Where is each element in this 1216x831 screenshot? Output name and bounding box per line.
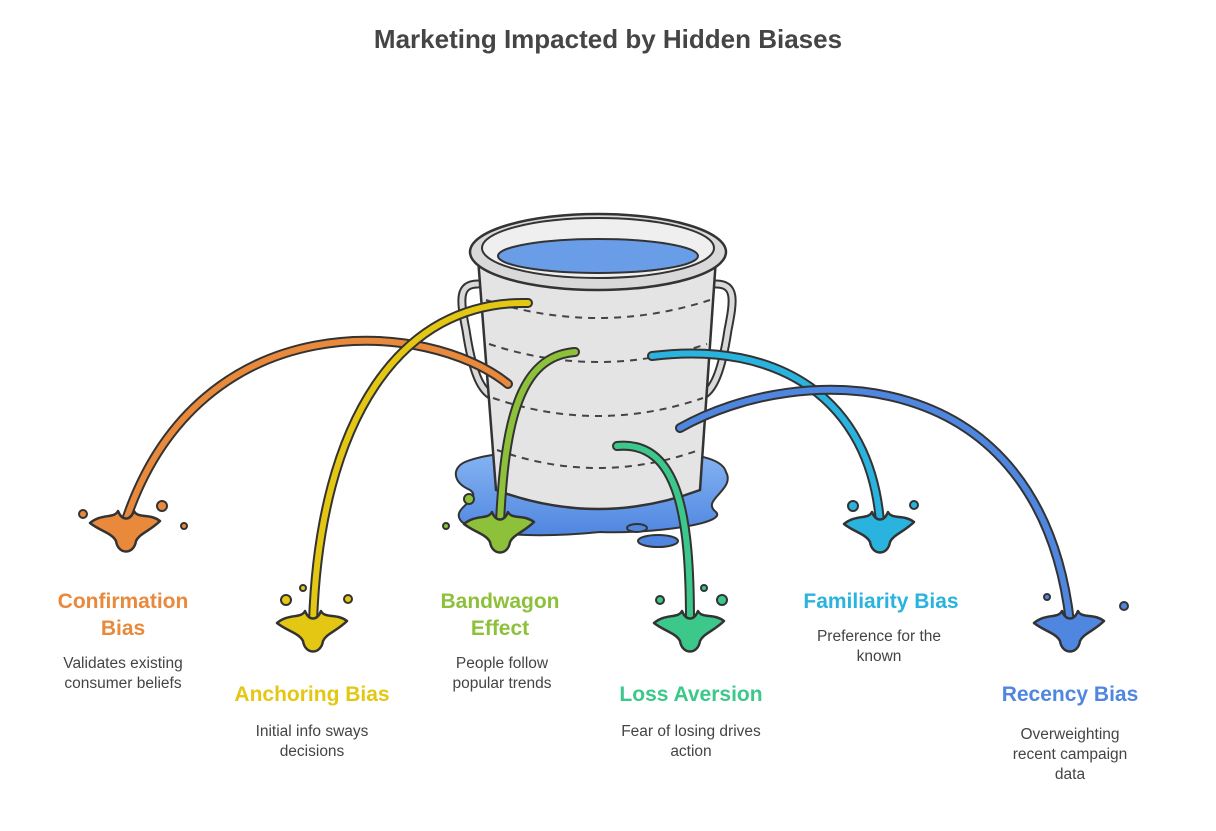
droplet — [909, 500, 919, 510]
splash-icon — [842, 510, 916, 554]
droplet — [280, 594, 292, 606]
droplet — [156, 500, 168, 512]
desc-bandwagon-effect: People follow popular trends — [452, 655, 552, 692]
label-familiarity-bias: Familiarity Bias — [803, 590, 959, 613]
page-title: Marketing Impacted by Hidden Biases — [373, 24, 843, 54]
stream-confirmation-bias — [78, 335, 513, 553]
droplet — [1119, 601, 1129, 611]
droplet — [700, 584, 708, 592]
bucket-body — [476, 256, 718, 511]
stream-anchoring-bias — [275, 297, 533, 653]
droplet — [442, 522, 450, 530]
droplet — [299, 584, 307, 592]
splash-icon — [462, 510, 536, 554]
stream-recency-bias — [675, 384, 1129, 653]
label-anchoring-bias: Anchoring Bias — [234, 683, 390, 706]
droplet — [1043, 593, 1051, 601]
droplet — [343, 594, 353, 604]
desc-recency-bias: Overweighting recent campaign data — [1012, 726, 1128, 783]
desc-anchoring-bias: Initial info sways decisions — [255, 723, 369, 760]
splash-icon — [88, 509, 162, 553]
label-bandwagon-effect: Bandwagon Effect — [440, 590, 560, 640]
stream-loss-aversion — [612, 440, 728, 653]
stream-bandwagon-effect — [442, 347, 580, 554]
droplet — [847, 500, 859, 512]
droplet — [463, 493, 475, 505]
splash-icon — [1032, 609, 1106, 653]
splash-icon — [652, 609, 726, 653]
desc-familiarity-bias: Preference for the known — [816, 628, 942, 665]
droplet — [180, 522, 188, 530]
desc-loss-aversion: Fear of losing drives action — [621, 723, 761, 760]
droplet — [78, 509, 88, 519]
label-confirmation-bias: Confirmation Bias — [57, 590, 189, 640]
desc-confirmation-bias: Validates existing consumer beliefs — [63, 655, 183, 692]
splash-icon — [275, 609, 349, 653]
droplet — [655, 595, 665, 605]
label-loss-aversion: Loss Aversion — [619, 683, 763, 706]
bucket-water — [497, 238, 699, 274]
droplet — [716, 594, 728, 606]
label-recency-bias: Recency Bias — [1001, 683, 1139, 706]
